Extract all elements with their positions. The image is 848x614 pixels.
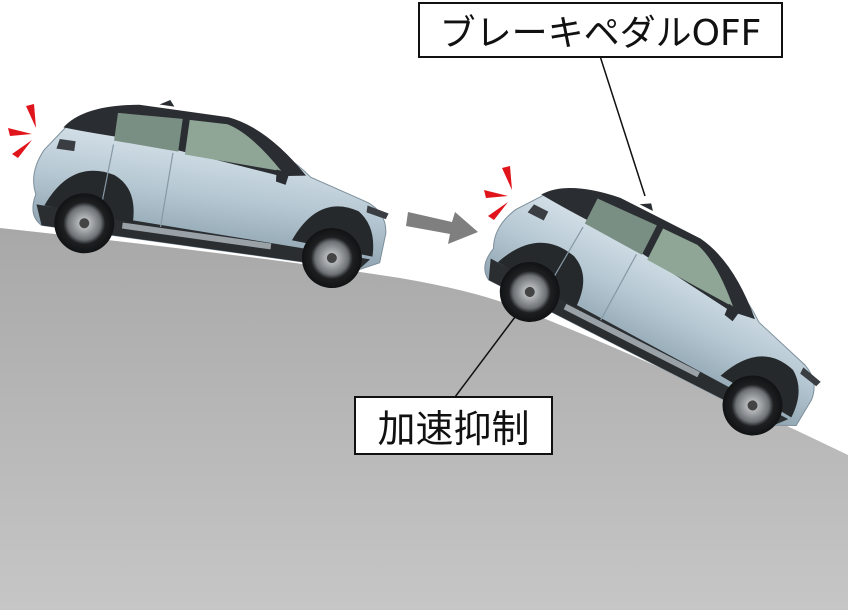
brake-light-flash-icon: [8, 104, 36, 158]
acceleration-suppression-label: 加速抑制: [354, 396, 553, 455]
acceleration-suppression-text: 加速抑制: [377, 407, 530, 451]
brake-label-leader-line: [599, 55, 646, 197]
brake-pedal-off-text: ブレーキペダルOFF: [439, 13, 762, 54]
accel-label-leader-line: [454, 316, 516, 398]
brake-light-flash-icon: [484, 166, 512, 220]
brake-pedal-off-label: ブレーキペダルOFF: [418, 2, 783, 58]
progress-arrow-icon: [406, 212, 478, 244]
